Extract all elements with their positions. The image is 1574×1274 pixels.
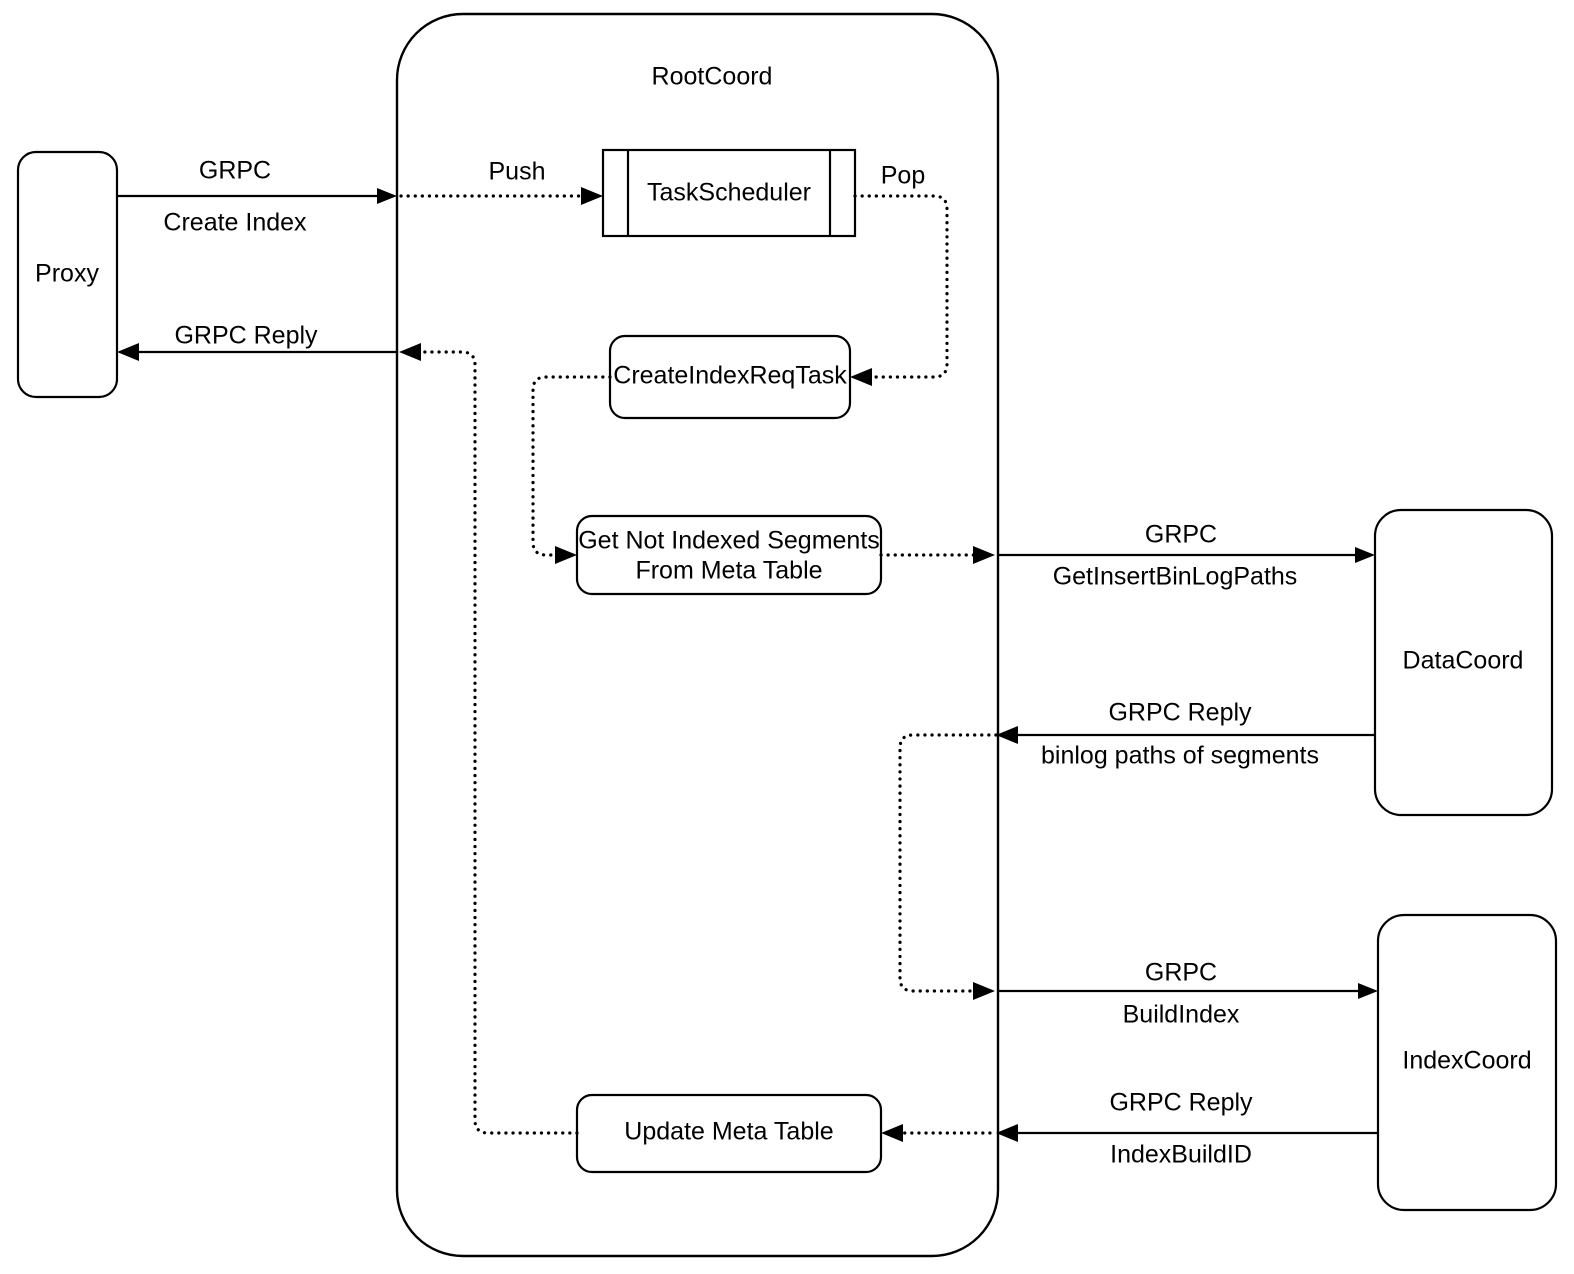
edge-line (898, 733, 998, 993)
datacoord-label: DataCoord (1403, 647, 1524, 675)
arrow-head-icon (996, 726, 1018, 744)
arrow-head-icon (973, 982, 995, 1000)
arrow-head-icon-2 (1355, 547, 1375, 563)
edge-label-push: Push (489, 158, 546, 186)
container-rootcoord[interactable]: RootCoord (395, 12, 1000, 1258)
node-create-index-req-task[interactable]: CreateIndexReqTask (608, 334, 852, 420)
edge-label-grpc: GRPC (199, 157, 271, 185)
arrow-head-icon (850, 368, 872, 386)
edge-updatemetatable-to-proxy[interactable]: GRPC Reply (117, 322, 579, 1135)
arrow-head-icon-2 (117, 343, 139, 361)
edge-label-binlog-paths: binlog paths of segments (1041, 742, 1319, 770)
arrow-head-icon (996, 1124, 1018, 1142)
edge-label-grpc-reply: GRPC Reply (1109, 1089, 1253, 1117)
task-scheduler-label: TaskScheduler (647, 179, 811, 207)
edge-indexcoord-reply[interactable]: GRPC Reply IndexBuildID (881, 1089, 1378, 1169)
arrow-head-icon (399, 343, 421, 361)
edge-label-grpc: GRPC (1145, 959, 1217, 987)
node-update-meta-table[interactable]: Update Meta Table (575, 1093, 883, 1174)
proxy-box (16, 150, 119, 399)
edge-datacoord-reply[interactable]: GRPC Reply binlog paths of segments (996, 699, 1375, 770)
rootcoord-boundary (395, 12, 1000, 1258)
update-meta-table-label: Update Meta Table (624, 1118, 833, 1146)
edge-label-getinsertbinlogpaths: GetInsertBinLogPaths (1053, 563, 1298, 591)
arrow-head-icon-2 (881, 1124, 903, 1142)
get-not-indexed-segments-label-line2: From Meta Table (635, 557, 822, 585)
edge-label-create-index: Create Index (163, 209, 307, 237)
indexcoord-label: IndexCoord (1402, 1047, 1531, 1075)
arrow-head-icon (973, 546, 995, 564)
indexcoord-box (1376, 913, 1558, 1212)
task-scheduler-box (601, 148, 857, 238)
node-proxy[interactable]: Proxy (16, 150, 119, 399)
node-get-not-indexed-segments[interactable]: Get Not Indexed Segments From Meta Table (575, 514, 883, 596)
edge-line-dotted-segment (418, 350, 579, 1135)
arrow-head-icon (1358, 983, 1378, 999)
edge-rootcoord-to-indexcoord[interactable]: GRPC BuildIndex (998, 959, 1378, 1029)
arrow-head-icon (377, 188, 397, 204)
edge-label-grpc-reply: GRPC Reply (174, 322, 318, 350)
edge-label-pop: Pop (881, 162, 925, 190)
edge-line (853, 194, 949, 379)
arrow-head-icon (581, 187, 603, 205)
get-not-indexed-segments-label-line1: Get Not Indexed Segments (578, 527, 880, 555)
rootcoord-title: RootCoord (652, 63, 773, 91)
edge-createindexreqtask-to-getsegments[interactable] (531, 375, 612, 564)
arrow-head-icon (555, 546, 577, 564)
edge-internal-reply-to-buildindex[interactable] (898, 733, 998, 1000)
node-indexcoord[interactable]: IndexCoord (1376, 913, 1558, 1212)
edge-pop-to-createindexreqtask[interactable]: Pop (850, 162, 949, 386)
node-datacoord[interactable]: DataCoord (1373, 508, 1554, 817)
edge-label-grpc: GRPC (1145, 521, 1217, 549)
proxy-label: Proxy (35, 260, 99, 288)
edge-getsegments-to-datacoord[interactable]: GRPC GetInsertBinLogPaths (879, 521, 1375, 591)
create-index-req-task-label: CreateIndexReqTask (613, 362, 847, 390)
edge-push-to-taskscheduler[interactable]: Push (399, 158, 603, 205)
edge-label-buildindex: BuildIndex (1123, 1001, 1240, 1029)
edge-label-indexbuildid: IndexBuildID (1110, 1141, 1252, 1169)
edge-label-grpc-reply: GRPC Reply (1108, 699, 1252, 727)
edge-proxy-to-rootcoord[interactable]: GRPC Create Index (117, 157, 397, 237)
node-task-scheduler[interactable]: TaskScheduler (601, 148, 857, 238)
datacoord-box (1373, 508, 1554, 817)
